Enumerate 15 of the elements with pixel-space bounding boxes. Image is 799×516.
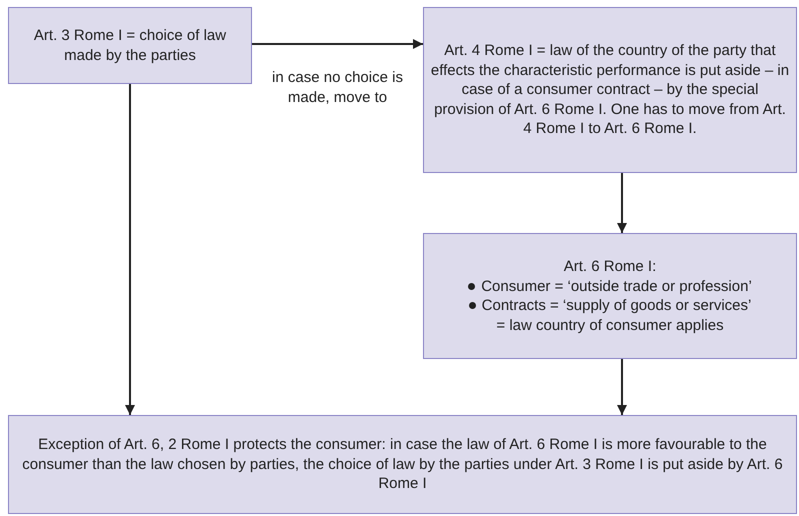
text-box <box>423 233 797 359</box>
box-text: Exception of Art. 6, 2 Rome I protects the consumer: in case the law of Art. 6 Rome I is more favourable to the consumer than the law chosen by parties, the choice of law by the parties under Art. 3 Rome I is put aside by Art. 6 Rome I <box>21 435 784 494</box>
box-heading: Art. 6 Rome I: <box>564 257 656 276</box>
arrow <box>125 84 135 415</box>
text-box <box>8 7 252 84</box>
box-text: Art. 4 Rome I = law of the country of the party that effects the characteristic performance is put aside – in case of a consumer contract – by the special provision of Art. 6 Rome I. One has to move from Art. 4 Rome I to Art. 6 Rome I. <box>430 41 790 139</box>
list-item: Contracts = ‘supply of goods or services’ <box>482 296 752 316</box>
arrow <box>617 359 627 415</box>
box-text: = law country of consumer applies <box>496 316 724 335</box>
text-box <box>8 415 797 514</box>
arrow <box>252 39 423 49</box>
list-item: Consumer = ‘outside trade or profession’ <box>481 276 752 296</box>
arrow <box>617 173 627 233</box>
text-box <box>423 7 797 173</box>
box-text: Art. 3 Rome I = choice of law made by the parties <box>32 26 228 65</box>
